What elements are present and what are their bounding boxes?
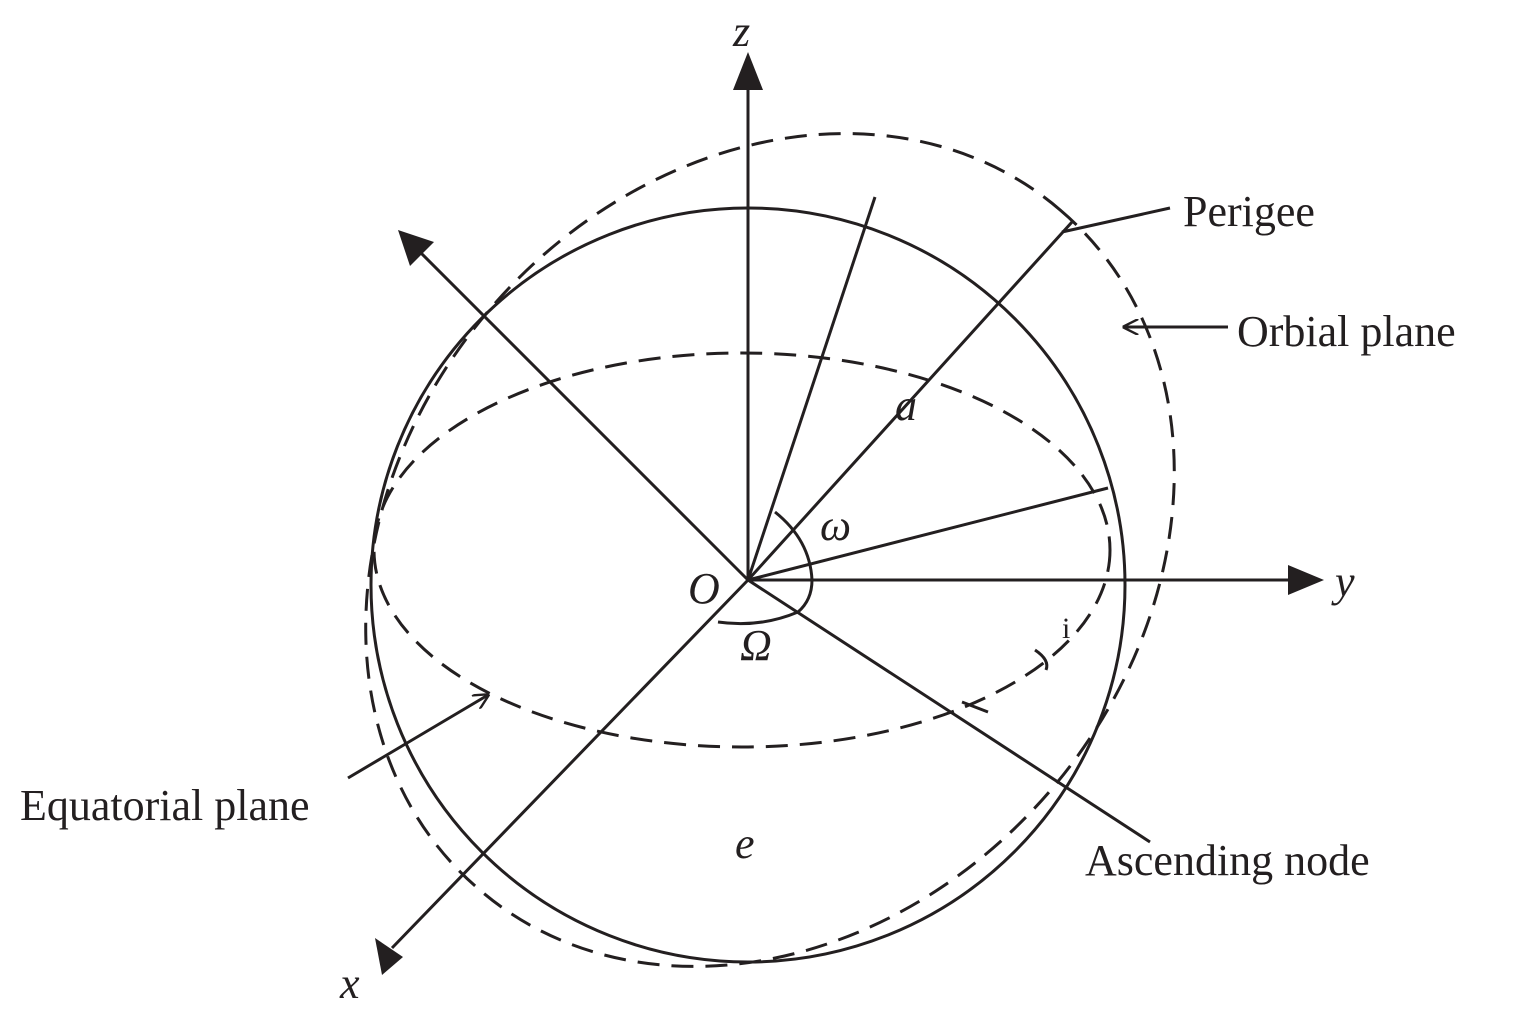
semi-major-axis-label: a: [895, 381, 917, 430]
inclination-arc: [1034, 648, 1049, 671]
orbital-plane-ellipse: [364, 132, 1176, 968]
eccentricity-label: e: [735, 819, 755, 868]
semi-major-axis-line: [746, 220, 1074, 582]
perigee-label: Perigee: [1183, 187, 1315, 236]
perigee-pointer: [1061, 206, 1171, 234]
z-arrowhead-icon: [733, 52, 763, 90]
y-axis-label: y: [1331, 557, 1355, 606]
arg-perigee-label: ω: [820, 501, 851, 550]
normal-axis: [418, 250, 750, 582]
raan-label: Ω: [740, 621, 772, 670]
ray-top: [746, 196, 877, 581]
x-axis: [390, 578, 750, 950]
raan-arc: [717, 610, 799, 626]
orbital-plane-label: Orbial plane: [1237, 307, 1456, 356]
z-axis-label: z: [732, 7, 750, 56]
x-axis-label: x: [339, 959, 360, 1008]
equatorial-plane-label: Equatorial plane: [20, 781, 310, 830]
y-arrowhead-icon: [1288, 565, 1324, 595]
equatorial-plane-pointer: [347, 695, 488, 780]
origin-label: O: [688, 564, 720, 613]
equatorial-plane-ellipse: [372, 351, 1112, 749]
ray-right: [747, 486, 1109, 582]
inclination-label: i: [1062, 612, 1070, 645]
ascending-node-mark: [961, 700, 989, 714]
normal-arrowhead-icon: [398, 230, 434, 266]
omega-arc: [774, 510, 814, 614]
ascending-node-label: Ascending node: [1085, 836, 1370, 885]
x-arrowhead-icon: [375, 938, 403, 975]
line-of-nodes: [747, 578, 1151, 844]
